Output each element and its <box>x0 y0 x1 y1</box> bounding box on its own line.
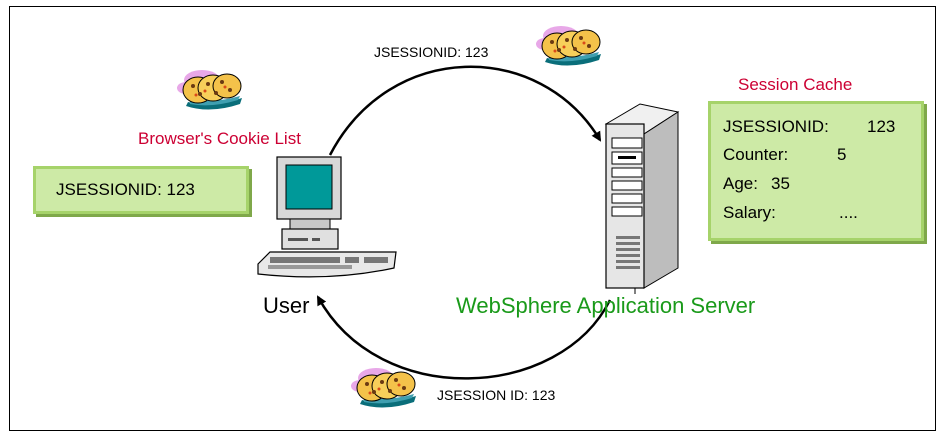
request-arrow <box>328 65 602 156</box>
cache-row-value: .... <box>839 203 858 222</box>
browser-cookie-value: JSESSIONID: 123 <box>56 180 195 199</box>
browser-cookie-list-title: Browser's Cookie List <box>138 129 301 148</box>
cache-row-key: JSESSIONID: <box>723 117 829 136</box>
cache-row-value: 123 <box>867 117 896 136</box>
cache-row-key: Counter: <box>723 145 789 164</box>
cookie-icon <box>535 25 602 67</box>
session-cache-box: JSESSIONID: 123 Counter: 5 Age: 35 Salar… <box>708 101 924 241</box>
server-tower-icon <box>604 103 680 294</box>
browser-cookie-box: JSESSIONID: 123 <box>33 166 249 214</box>
cookie-icon <box>350 367 417 409</box>
cache-row-value: 35 <box>771 174 790 193</box>
response-arrow <box>316 295 612 380</box>
user-label: User <box>263 293 310 318</box>
cache-row-key: Salary: <box>723 203 776 222</box>
request-cookie-label: JSESSIONID: 123 <box>374 44 489 60</box>
computer-icon <box>257 156 397 278</box>
cache-row-value: 5 <box>837 145 847 164</box>
cookie-icon <box>176 69 243 111</box>
session-cache-title: Session Cache <box>738 75 853 94</box>
websphere-server-label: WebSphere Application Server <box>456 293 756 318</box>
cache-row-key: Age: <box>723 174 758 193</box>
response-cookie-label: JSESSION ID: 123 <box>437 387 556 403</box>
